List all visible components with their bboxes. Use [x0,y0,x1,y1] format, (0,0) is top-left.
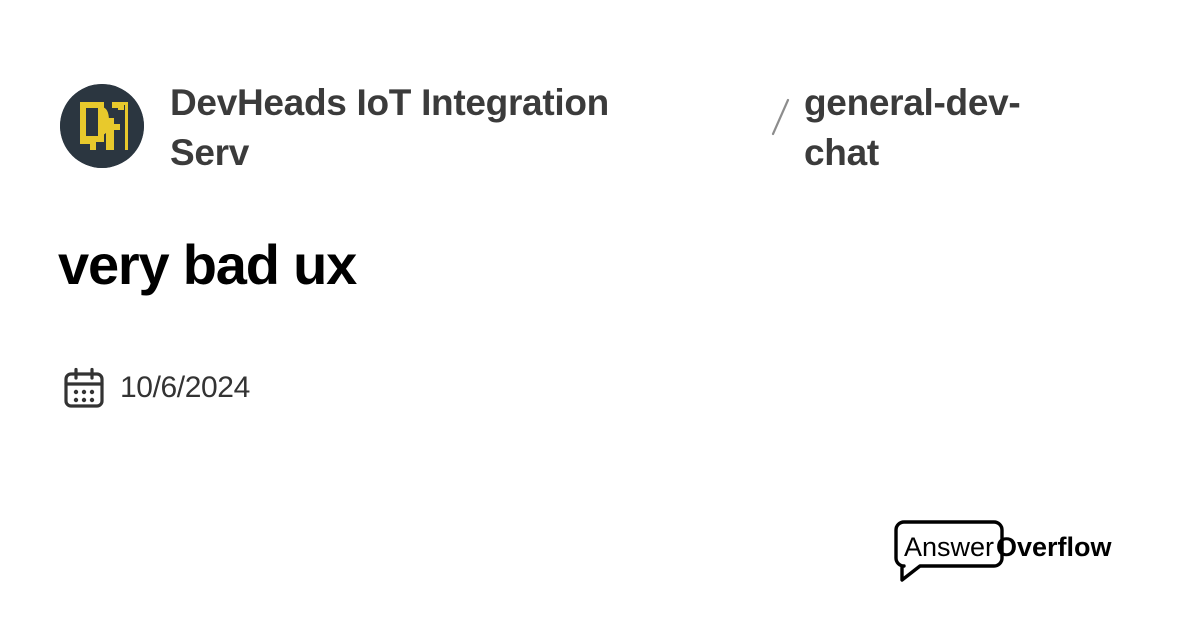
slash-icon [771,98,790,136]
server-block[interactable]: DevHeads IoT Integration Serv [60,78,760,178]
header: DevHeads IoT Integration Serv general-de… [60,78,1140,178]
date-row: 10/6/2024 [62,366,250,410]
channel-block[interactable]: general-dev-chat [770,78,1074,178]
devheads-dh-monogram-icon [60,84,144,168]
breadcrumb-separator-icon [770,96,792,146]
post-date: 10/6/2024 [120,371,250,404]
channel-name: general-dev-chat [804,82,1021,173]
calendar-icon [64,367,104,408]
server-avatar [60,84,144,168]
server-name: DevHeads IoT Integration Serv [170,82,609,173]
logo-text-overflow: Overflow [996,532,1113,562]
speech-bubble-icon: Answer Overflow [894,520,1113,582]
logo-text-answer: Answer [904,532,994,562]
page-title: very bad ux [58,233,357,296]
answer-overflow-logo[interactable]: Answer Overflow [888,518,1118,588]
